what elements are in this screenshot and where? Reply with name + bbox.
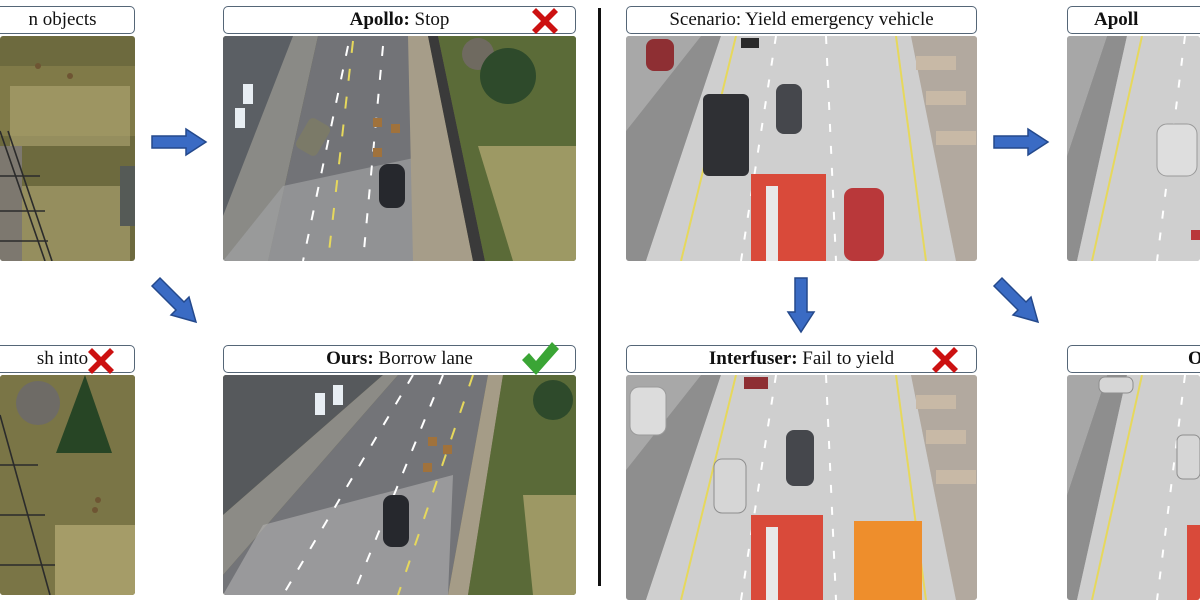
caption-apollo-stop: Apollo: Stop xyxy=(223,6,576,34)
caption-ours-yield: O xyxy=(1067,345,1200,373)
scene-panel-apollo-stop xyxy=(223,36,576,261)
caption-ours-borrow: Ours: Borrow lane xyxy=(223,345,576,373)
caption-scenario: Scenario: Yield emergency vehicle xyxy=(626,6,977,34)
arrow-icon xyxy=(150,276,198,324)
scene-panel-objects xyxy=(0,36,135,261)
caption-objects: n objects xyxy=(0,6,135,34)
caption-method: Interfuser: xyxy=(708,348,798,369)
scene-panel-ours-borrow xyxy=(223,375,576,595)
caption-method: O xyxy=(1188,348,1200,369)
caption-crash: sh into xyxy=(0,345,135,373)
caption-text: n objects xyxy=(28,9,97,30)
scene-panel-interfuser xyxy=(626,375,977,600)
arrow-icon xyxy=(993,127,1050,157)
cross-mark-icon xyxy=(932,347,958,373)
caption-interfuser: Interfuser: Fail to yield xyxy=(626,345,977,373)
arrow-icon xyxy=(151,127,208,157)
caption-method: Apollo: xyxy=(349,9,410,30)
scene-panel-scenario xyxy=(626,36,977,261)
caption-outcome: Borrow lane xyxy=(378,348,473,369)
section-divider xyxy=(598,8,601,586)
caption-apollo-yield: Apoll xyxy=(1067,6,1200,34)
caption-text: Scenario: Yield emergency vehicle xyxy=(669,9,934,30)
caption-method: Apoll xyxy=(1094,9,1139,30)
scene-panel-apollo-yield xyxy=(1067,36,1200,261)
cross-mark-icon xyxy=(532,8,558,34)
arrow-icon xyxy=(786,277,816,334)
arrow-icon xyxy=(992,276,1040,324)
cross-mark-icon xyxy=(88,348,114,374)
scene-panel-crash xyxy=(0,375,135,595)
caption-outcome: Stop xyxy=(414,9,450,30)
check-mark-icon xyxy=(522,342,559,375)
caption-method: Ours: xyxy=(326,348,374,369)
caption-text: sh into xyxy=(36,348,89,369)
caption-outcome: Fail to yield xyxy=(802,348,895,369)
scene-panel-ours-yield xyxy=(1067,375,1200,600)
